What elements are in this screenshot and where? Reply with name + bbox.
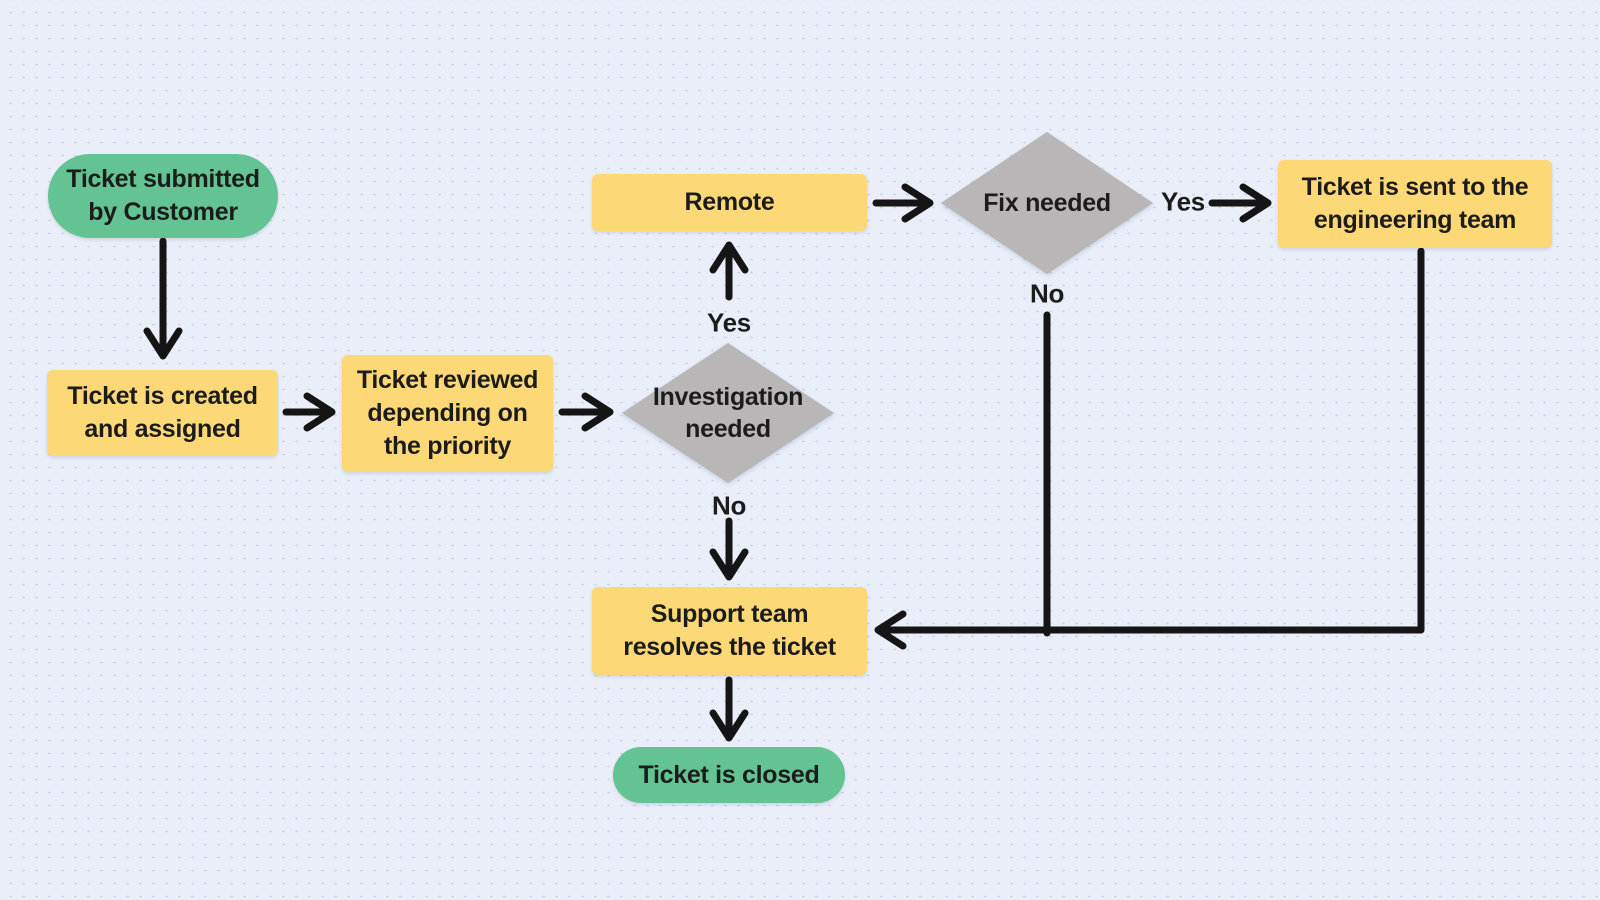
arrow-engineering-return-to-support: [874, 247, 1425, 650]
node-support-resolves: Support team resolves the ticket: [592, 587, 867, 675]
node-ticket-sent-engineering: Ticket is sent to the engineering team: [1278, 160, 1552, 248]
node-ticket-submitted: Ticket submitted by Customer: [48, 154, 278, 238]
decision-investigation-needed: Investigation needed: [622, 343, 834, 483]
decision-fix-needed: Fix needed: [941, 132, 1153, 274]
decision-investigation-label: Investigation needed: [652, 382, 804, 444]
node-ticket-closed: Ticket is closed: [613, 747, 845, 803]
edge-label-yes-remote: Yes: [707, 307, 751, 338]
decision-fix-label: Fix needed: [983, 188, 1111, 217]
node-ticket-created: Ticket is created and assigned: [47, 370, 278, 456]
node-remote: Remote: [592, 174, 867, 231]
edge-label-yes-engineering: Yes: [1161, 186, 1205, 217]
node-ticket-reviewed: Ticket reviewed depending on the priorit…: [342, 355, 553, 472]
edge-label-no-support: No: [711, 490, 747, 521]
edge-label-no-fix: No: [1029, 278, 1065, 309]
